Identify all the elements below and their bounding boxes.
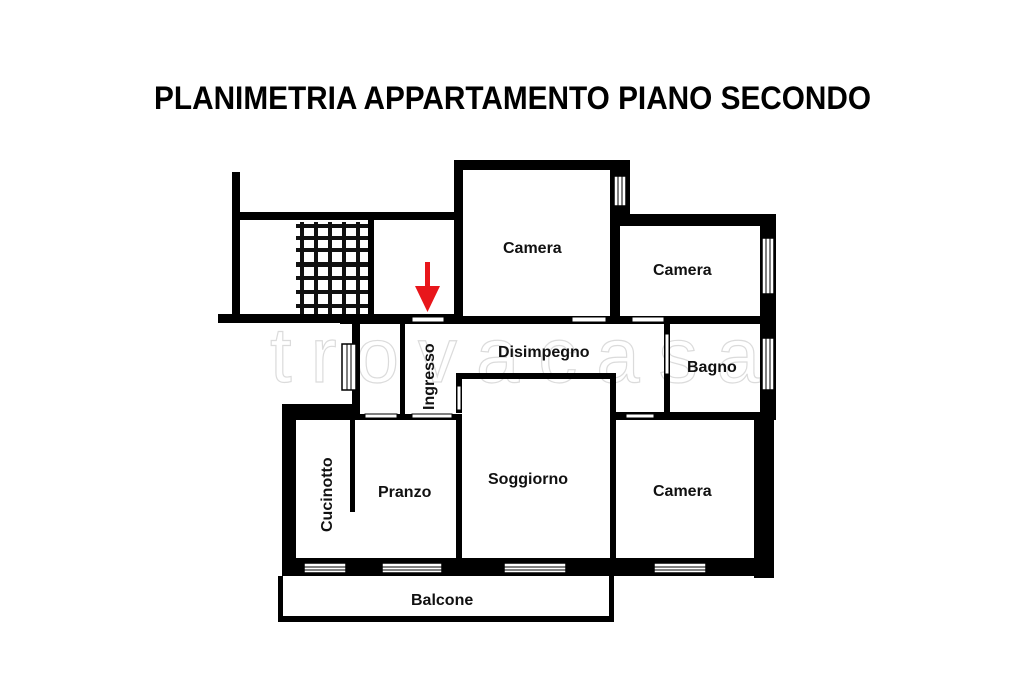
room-label-soggiorno: Soggiorno (488, 471, 568, 488)
room-label-camera-top-left: Camera (503, 240, 562, 257)
page-title: PLANIMETRIA APPARTAMENTO PIANO SECONDO (154, 80, 872, 116)
room-label-pranzo: Pranzo (378, 484, 432, 501)
room-label-camera-bottom-right: Camera (653, 483, 712, 500)
room-label-disimpegno: Disimpegno (498, 344, 590, 361)
room-label-balcone: Balcone (411, 592, 473, 609)
room-label-ingresso: Ingresso (421, 343, 438, 410)
room-label-camera-top-right: Camera (653, 262, 712, 279)
room-label-cucinotto: Cucinotto (319, 457, 336, 532)
doors (364, 316, 670, 419)
arrow-down-icon (415, 262, 440, 312)
stairs (296, 222, 368, 314)
room-label-bagno: Bagno (687, 359, 737, 376)
windows (303, 175, 775, 574)
